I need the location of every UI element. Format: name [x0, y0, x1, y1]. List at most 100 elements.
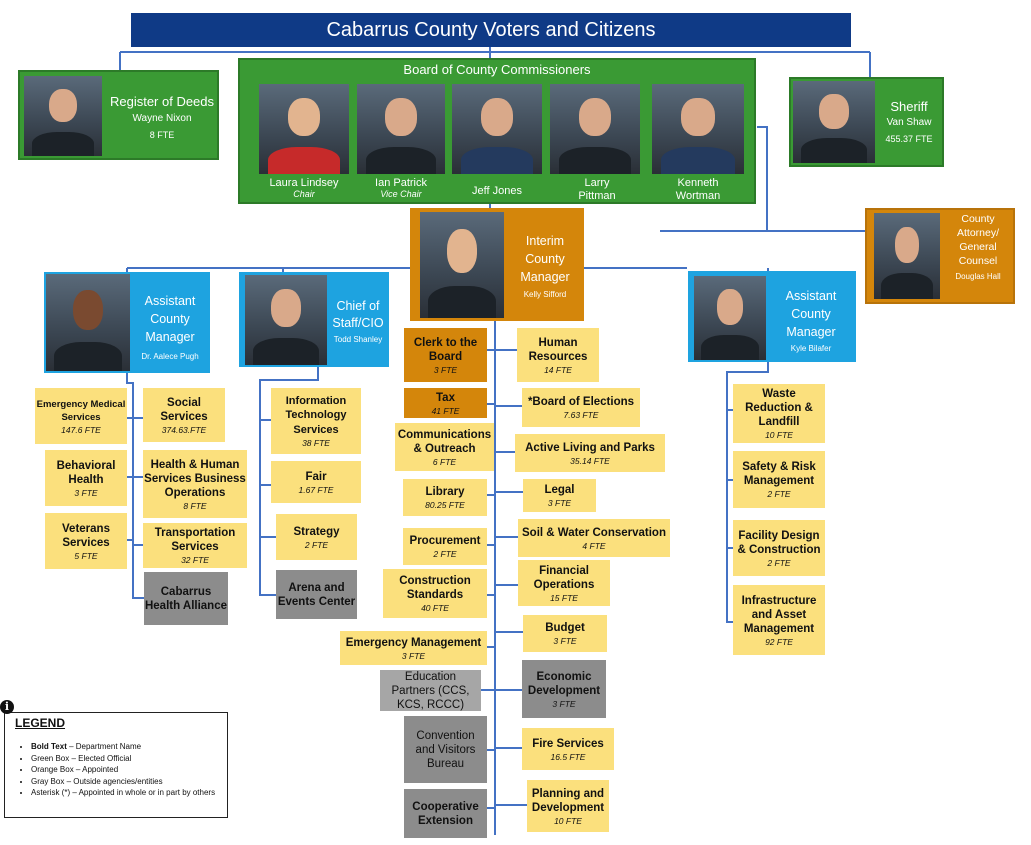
- dept-fte: 8 FTE: [183, 501, 206, 511]
- dept-fte: 6 FTE: [433, 457, 456, 467]
- legend-item-text: – Department Name: [67, 742, 141, 751]
- legend-item-bold: Bold Text: [31, 742, 67, 751]
- dept-name: Convention and Visitors Bureau: [411, 729, 481, 771]
- dept-fte: 80.25 FTE: [425, 500, 465, 510]
- dept-fte: 2 FTE: [767, 558, 790, 568]
- legend-item-text: Gray Box – Outside agencies/entities: [31, 777, 163, 786]
- dept-name: *Board of Elections: [528, 395, 634, 409]
- dept-budget: Budget 3 FTE: [523, 615, 607, 652]
- legend-item: Orange Box – Appointed: [31, 764, 215, 776]
- acm-right-photo: [694, 276, 766, 360]
- member-photo: [550, 84, 640, 174]
- dept-social-services: Social Services 374.63.FTE: [143, 388, 225, 442]
- acm-left-title: Assistant County Manager: [132, 292, 208, 346]
- board-title: Board of County Commissioners: [403, 62, 590, 77]
- dept-financial-operations: Financial Operations 15 FTE: [518, 560, 610, 606]
- dept-name: Strategy: [293, 525, 339, 539]
- legend-item-text: Green Box – Elected Official: [31, 754, 131, 763]
- dept-fte: 374.63.FTE: [162, 425, 206, 435]
- county-attorney-box: County Attorney/ General Counsel Douglas…: [865, 208, 1015, 304]
- dept-fte: 2 FTE: [305, 540, 328, 550]
- board-member-4: Larry Pittman: [570, 177, 624, 203]
- dept-fte: 92 FTE: [765, 637, 793, 647]
- dept-fte: 15 FTE: [550, 593, 578, 603]
- member-name: Laura Lindsey: [269, 177, 338, 189]
- acm-left-box: Assistant County Manager Dr. Aalece Pugh: [44, 272, 210, 373]
- attorney-title: County Attorney/ General Counsel: [943, 212, 1013, 268]
- legend-box: LEGEND Bold Text – Department Name Green…: [4, 712, 228, 818]
- dept-name: Infrastructure and Asset Management: [733, 594, 825, 636]
- board-member-1: Laura Lindsey Chair: [259, 177, 349, 203]
- dept-fte: 3 FTE: [74, 488, 97, 498]
- dept-procurement: Procurement 2 FTE: [403, 528, 487, 565]
- dept-clerk: Clerk to the Board 3 FTE: [404, 328, 487, 382]
- dept-strategy: Strategy 2 FTE: [276, 514, 357, 560]
- title-banner: Cabarrus County Voters and Citizens: [131, 13, 851, 47]
- dept-facility-design: Facility Design & Construction 2 FTE: [733, 520, 825, 576]
- board-member-3: Jeff Jones: [452, 184, 542, 198]
- dept-infrastructure: Infrastructure and Asset Management 92 F…: [733, 585, 825, 655]
- dept-name: Tax: [436, 391, 455, 405]
- acm-right-name: Kyle Bilafer: [768, 344, 854, 353]
- dept-name: Economic Development: [526, 670, 602, 698]
- dept-name: Cabarrus Health Alliance: [144, 585, 228, 613]
- dept-transportation: Transportation Services 32 FTE: [143, 523, 247, 568]
- dept-legal: Legal 3 FTE: [523, 479, 596, 512]
- dept-fte: 10 FTE: [554, 816, 582, 826]
- dept-convention-visitors: Convention and Visitors Bureau: [404, 716, 487, 783]
- dept-name: Planning and Development: [531, 787, 605, 815]
- info-icon: i: [0, 700, 14, 714]
- dept-its: Information Technology Services 38 FTE: [271, 388, 361, 454]
- acm-left-photo: [46, 274, 130, 371]
- member-photo: [259, 84, 349, 174]
- dept-fte: 147.6 FTE: [61, 425, 101, 435]
- dept-fte: 3 FTE: [402, 651, 425, 661]
- dept-fte: 40 FTE: [421, 603, 449, 613]
- dept-name: Human Resources: [523, 336, 593, 364]
- sheriff-title: Sheriff: [877, 99, 941, 114]
- legend-item: Green Box – Elected Official: [31, 753, 215, 765]
- legend-item-text: Asterisk (*) – Appointed in whole or in …: [31, 788, 215, 797]
- dept-name: Cooperative Extension: [404, 800, 487, 828]
- dept-fte: 3 FTE: [552, 699, 575, 709]
- dept-active-living-parks: Active Living and Parks 35.14 FTE: [515, 434, 665, 472]
- dept-name: Behavioral Health: [45, 459, 127, 487]
- dept-name: Emergency Management: [346, 636, 482, 650]
- board-member-2: Ian Patrick Vice Chair: [357, 177, 445, 203]
- dept-education-partners: Education Partners (CCS, KCS, RCCC): [380, 670, 481, 711]
- dept-name: Health & Human Services Business Operati…: [143, 458, 247, 500]
- register-name: Wayne Nixon: [106, 113, 218, 124]
- member-photo: [452, 84, 542, 174]
- dept-name: Information Technology Services: [271, 394, 361, 438]
- dept-fte: 4 FTE: [582, 541, 605, 551]
- dept-soil-water: Soil & Water Conservation 4 FTE: [518, 519, 670, 557]
- dept-fte: 38 FTE: [302, 438, 330, 448]
- dept-fte: 5 FTE: [74, 551, 97, 561]
- member-name: Larry Pittman: [570, 177, 624, 203]
- attorney-name: Douglas Hall: [943, 271, 1013, 282]
- dept-economic-development: Economic Development 3 FTE: [522, 660, 606, 718]
- legend-item: Gray Box – Outside agencies/entities: [31, 776, 215, 788]
- dept-fte: 10 FTE: [765, 430, 793, 440]
- chief-title: Chief of Staff/CIO: [329, 298, 387, 332]
- dept-name: Budget: [545, 621, 585, 635]
- manager-photo: [420, 212, 504, 318]
- dept-fire-services: Fire Services 16.5 FTE: [522, 728, 614, 770]
- dept-name: Fire Services: [532, 737, 604, 751]
- dept-name: Active Living and Parks: [525, 441, 655, 455]
- dept-fte: 2 FTE: [433, 549, 456, 559]
- register-fte: 8 FTE: [106, 130, 218, 140]
- register-photo: [24, 76, 102, 156]
- dept-name: Safety & Risk Management: [739, 460, 819, 488]
- legend-item: Asterisk (*) – Appointed in whole or in …: [31, 787, 215, 799]
- dept-fte: 41 FTE: [432, 406, 460, 416]
- dept-cooperative-extension: Cooperative Extension: [404, 789, 487, 838]
- acm-right-box: Assistant County Manager Kyle Bilafer: [688, 271, 856, 362]
- sheriff-photo: [793, 81, 875, 163]
- dept-emergency-management: Emergency Management 3 FTE: [340, 631, 487, 665]
- dept-name: Emergency Medical Services: [35, 398, 127, 424]
- board-member-5: Kenneth Wortman: [668, 177, 728, 203]
- dept-construction-standards: Construction Standards 40 FTE: [383, 569, 487, 618]
- dept-fte: 35.14 FTE: [570, 456, 610, 466]
- dept-fte: 3 FTE: [548, 498, 571, 508]
